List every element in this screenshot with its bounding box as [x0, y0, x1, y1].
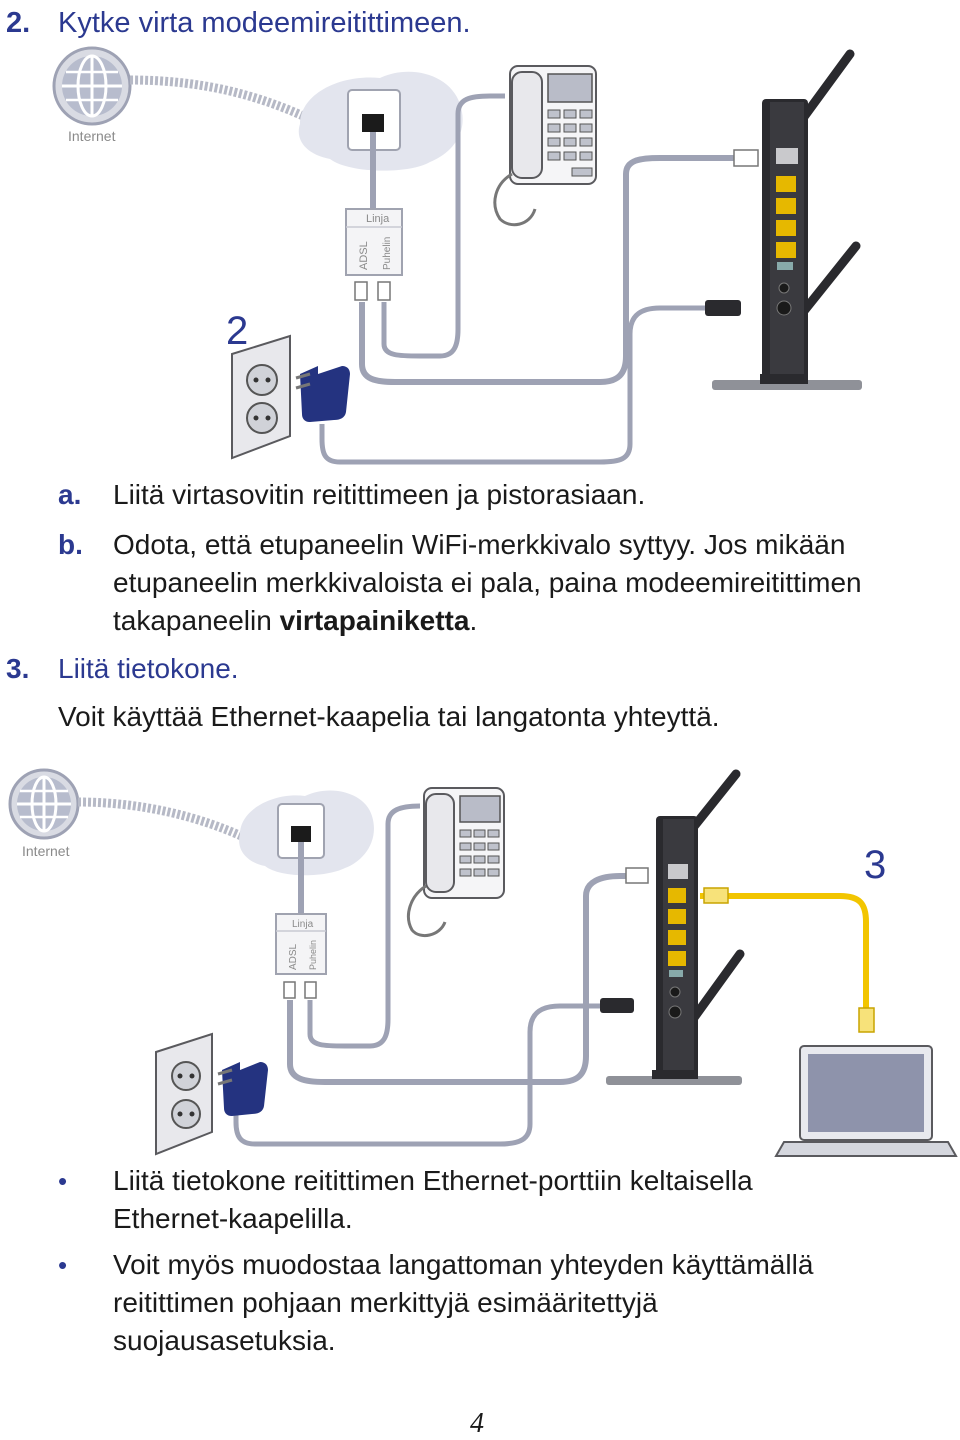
substep-b-line1: Odota, että etupaneelin WiFi-merkkivalo … — [113, 529, 846, 560]
splitter-icon: Linja ADSL Puhelin — [275, 913, 327, 999]
step-3-subtitle: Voit käyttää Ethernet-kaapelia tai langa… — [58, 701, 720, 732]
wall-socket-icon — [155, 1032, 213, 1156]
substep-a-text: Liitä virtasovitin reitittimeen ja pisto… — [113, 479, 646, 510]
splitter-icon: Linja ADSL Puhelin — [345, 208, 403, 301]
wall-socket-icon — [231, 334, 291, 460]
internet-label: Internet — [68, 128, 116, 144]
callout-3: 3 — [864, 843, 886, 887]
svg-text:Puhelin: Puhelin — [382, 237, 393, 270]
svg-text:Puhelin: Puhelin — [308, 940, 318, 970]
step-2-title: Kytke virta modeemireitittimeen. — [58, 7, 471, 39]
substep-b-line2: etupaneelin merkkivaloista ei pala, pain… — [113, 567, 862, 598]
page-number: 4 — [470, 1408, 484, 1439]
step-2-number: 2. — [6, 7, 31, 39]
bullet-marker: • — [58, 1166, 68, 1196]
bullet-2-line3: suojausasetuksia. — [113, 1325, 336, 1356]
power-adapter-icon — [295, 366, 350, 422]
svg-text:ADSL: ADSL — [358, 241, 370, 270]
bullet-1-line2: Ethernet-kaapelilla. — [113, 1203, 353, 1234]
step-3-heading: 3. — [6, 650, 29, 688]
bullet-marker: • — [58, 1250, 68, 1280]
bullet-2: Voit myös muodostaa langattoman yhteyden… — [113, 1246, 953, 1360]
step-3-title: Liitä tietokone. — [58, 653, 239, 684]
substep-b-line3: takapaneelin virtapainiketta. — [113, 605, 478, 636]
router-icon — [606, 769, 745, 1085]
svg-text:Linja: Linja — [292, 919, 314, 930]
svg-text:Linja: Linja — [366, 213, 390, 225]
bullet-1-line1: Liitä tietokone reitittimen Ethernet-por… — [113, 1165, 753, 1196]
figure-connect-power: Internet Linja ADSL Puhelin 2 — [0, 44, 960, 474]
internet-label: Internet — [22, 843, 70, 859]
router-icon — [712, 49, 862, 390]
bullet-2-line2: reitittimen pohjaan merkittyjä esimäärit… — [113, 1287, 658, 1318]
callout-2: 2 — [226, 309, 248, 353]
bullet-2-line1: Voit myös muodostaa langattoman yhteyden… — [113, 1249, 814, 1280]
bullet-1: Liitä tietokone reitittimen Ethernet-por… — [113, 1162, 953, 1238]
substep-a-marker: a. — [58, 479, 82, 510]
telephone-icon — [407, 787, 505, 938]
telephone-icon — [493, 65, 597, 227]
laptop-icon — [774, 1045, 958, 1157]
globe-icon — [8, 768, 80, 840]
power-adapter-icon — [217, 1062, 268, 1116]
substep-b-text: Odota, että etupaneelin WiFi-merkkivalo … — [113, 526, 953, 640]
step-3-number: 3. — [6, 653, 30, 684]
power-button-term: virtapainiketta — [279, 605, 470, 636]
svg-text:ADSL: ADSL — [288, 943, 299, 970]
figure-connect-computer: Internet Linja ADSL Puhelin — [0, 764, 960, 1164]
step-2-heading: 2. — [6, 6, 30, 40]
globe-icon — [52, 46, 132, 126]
substep-b-marker: b. — [58, 529, 83, 560]
